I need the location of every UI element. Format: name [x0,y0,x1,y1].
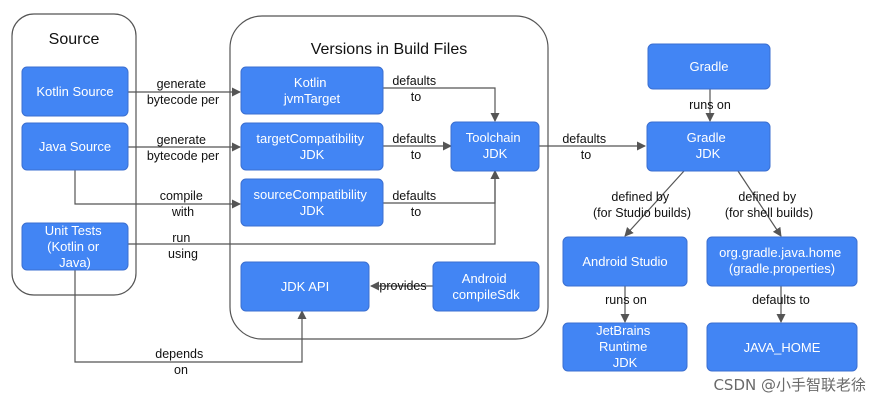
edge-unit-tests-to-jdk-api [74,270,307,363]
node-android-compilesdk [432,261,540,312]
node-target-compatibility [240,122,384,171]
node-android-compilesdk-text: Android compileSdk [452,271,520,302]
edge-jvmtarget-to-toolchain [383,87,500,122]
node-kotlin-jvmtarget [240,66,384,115]
edge-gradle-jdk-to-java-home-prop [737,170,782,237]
node-gradle-jdk-text: Gradle JDK [687,130,730,161]
node-kotlin-source [21,66,129,117]
label-provides: provides [379,279,426,293]
node-toolchain-jdk [450,121,540,172]
node-java-home-text: JAVA_HOME [744,340,821,355]
label-home-defaults-to: defaults to [752,293,810,307]
node-gradle-jdk [646,121,771,172]
node-kotlin-source-text: Kotlin Source [36,84,113,99]
label-tests-run-using: run using [168,231,198,261]
node-gradle [647,43,771,90]
label-studio-runs-on: runs on [605,293,647,307]
label-source-compat-defaults: defaults to [392,189,439,219]
label-jvmtarget-defaults: defaults to [392,74,439,104]
node-android-studio [562,236,688,287]
node-unit-tests [21,222,129,271]
node-java-source [21,122,129,171]
label-toolchain-defaults: defaults to [562,132,609,162]
node-java-home [706,322,858,372]
label-java-compile-with: compile with [160,189,207,219]
node-java-source-text: Java Source [39,139,111,154]
node-target-compatibility-text: targetCompatibility JDK [256,131,367,162]
edge-java-source-to-source-compat [74,170,241,209]
label-gradle-runs-on: runs on [689,98,731,112]
node-org-gradle-java-home-text: org.gradle.java.home (gradle.properties) [719,245,845,276]
node-jetbrains-runtime-jdk [562,322,688,372]
node-gradle-text: Gradle [689,59,728,74]
versions-group-title: Versions in Build Files [311,41,468,58]
edge-source-compat-to-toolchain [383,170,500,204]
label-defined-by-shell: defined by (for shell builds) [725,190,813,220]
label-defined-by-studio: defined by (for Studio builds) [593,190,691,220]
node-kotlin-jvmtarget-text: Kotlin jvmTarget [283,75,341,106]
watermark-text: CSDN @小手智联老徐 [713,376,866,394]
node-android-studio-text: Android Studio [582,254,667,269]
label-kotlin-generate: generate bytecode per [147,77,219,107]
node-jdk-api [240,261,370,312]
node-unit-tests-text: Unit Tests (Kotlin or Java) [45,223,105,270]
label-target-compat-defaults: defaults to [392,132,439,162]
node-toolchain-jdk-text: Toolchain JDK [466,130,525,161]
node-jdk-api-text: JDK API [281,279,329,294]
source-group [11,13,137,296]
versions-group [229,15,549,340]
edge-gradle-jdk-to-android-studio [624,170,685,237]
label-java-generate: generate bytecode per [147,133,219,163]
node-source-compatibility-text: sourceCompatibility JDK [253,187,370,218]
source-group-title: Source [49,31,100,48]
node-source-compatibility [240,178,384,227]
label-depends-on: depends on [155,347,206,377]
node-org-gradle-java-home [706,236,858,287]
node-jetbrains-runtime-jdk-text: JetBrains Runtime JDK [596,323,654,370]
